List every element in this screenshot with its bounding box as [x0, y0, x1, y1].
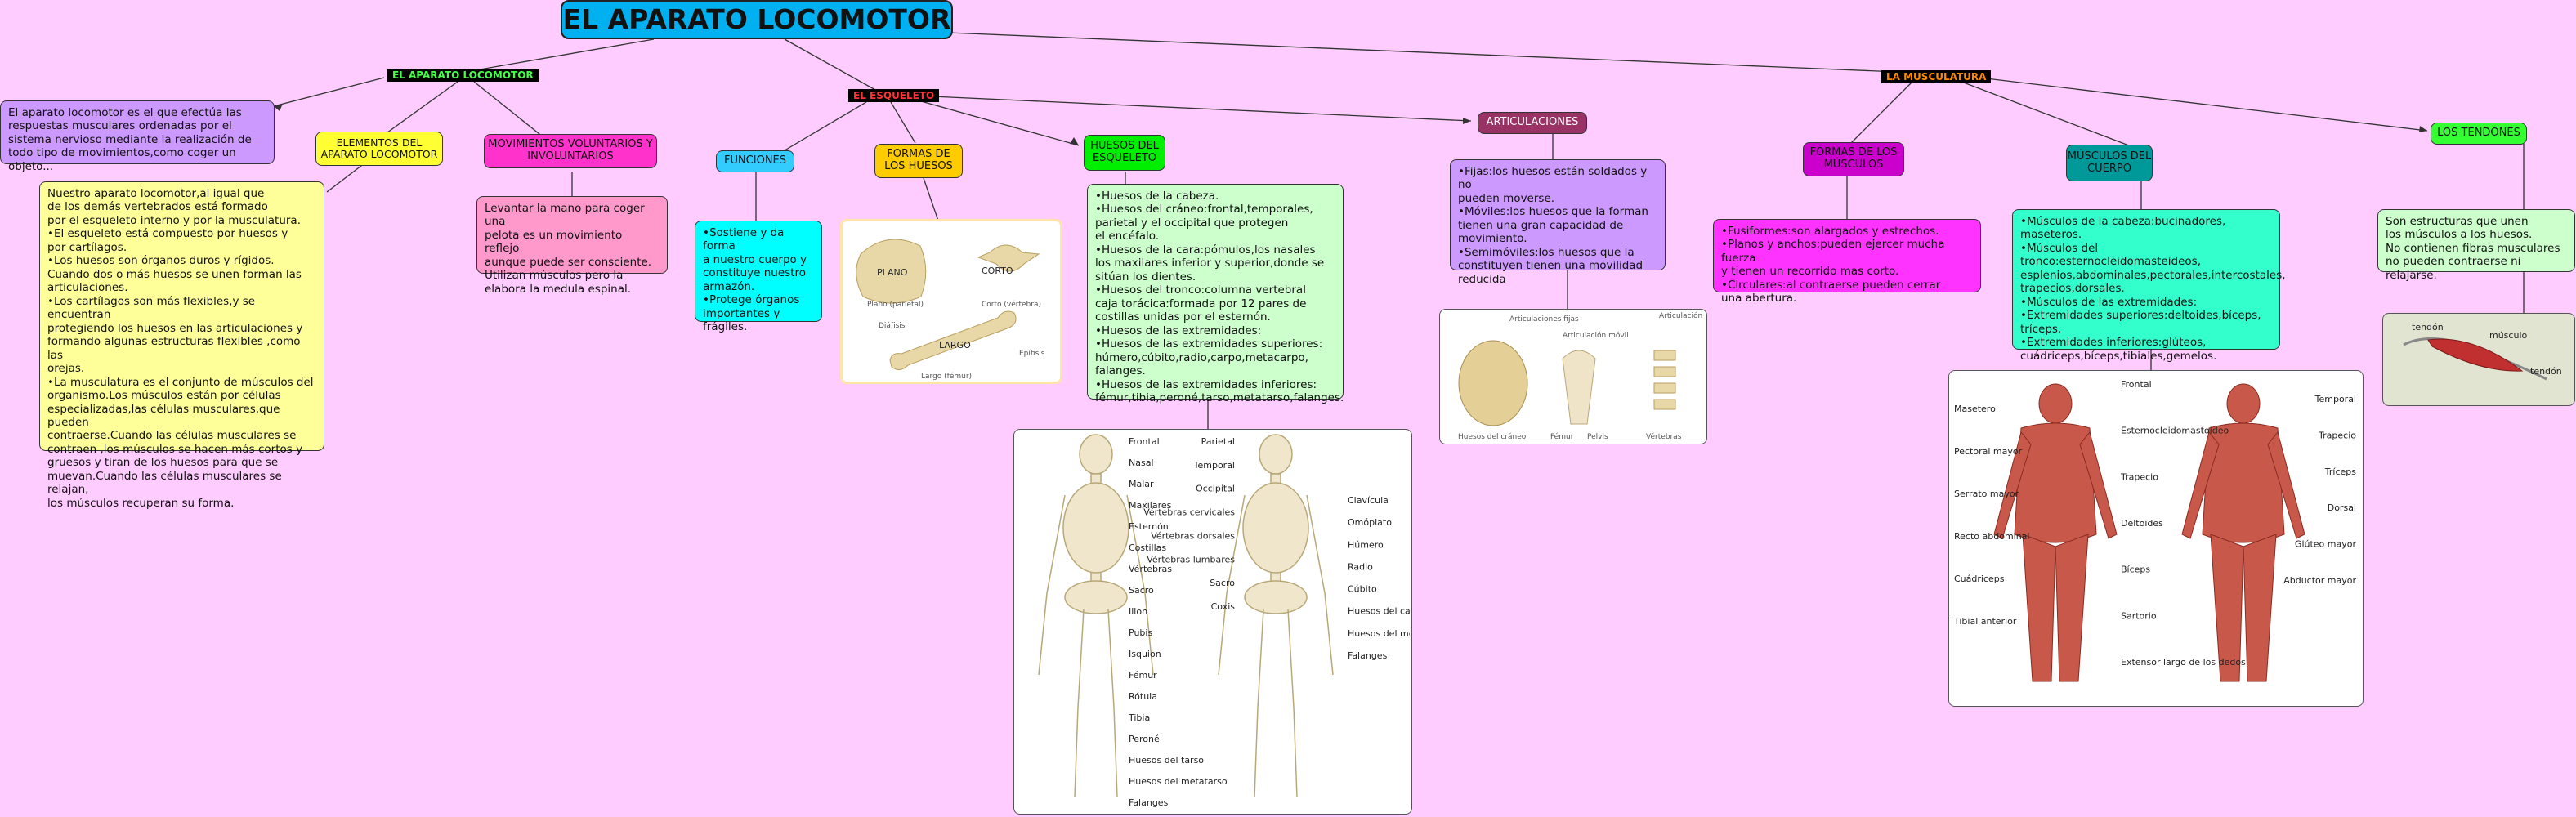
skeleton-label-left-1: Nasal — [1129, 458, 1154, 468]
bone-label-corto: CORTO — [982, 266, 1013, 276]
skeleton-label-left-11: Fémur — [1129, 670, 1157, 681]
muscle-label-right-3: Dorsal — [2328, 502, 2356, 513]
skeleton-label-right-a-1: Temporal — [1193, 460, 1235, 471]
skeleton-label-left-6: Vértebras — [1129, 564, 1172, 574]
skeleton-label-right-b-2: Húmero — [1348, 539, 1384, 550]
art-label-semimovil: Articulación semimóvil — [1659, 311, 1705, 320]
elementos-title: ELEMENTOS DEL APARATO LOCOMOTOR — [315, 132, 443, 166]
muscle-label-left-5: Tibial anterior — [1953, 616, 2017, 627]
articulaciones-image: Articulaciones fijas Articulación móvil … — [1439, 309, 1707, 444]
funciones-text: •Sostiene y da forma a nuestro cuerpo y … — [695, 221, 822, 333]
skeleton-label-left-4: Esternón — [1129, 521, 1169, 532]
skeleton-label-right-a-2: Occipital — [1196, 484, 1235, 494]
skeleton-label-right-b-0: Clavícula — [1348, 495, 1389, 506]
skeleton-label-right-b-4: Cúbito — [1348, 584, 1377, 595]
tag-musculatura: LA MUSCULATURA — [1881, 70, 1992, 83]
skeleton-label-left-14: Peroné — [1129, 734, 1160, 744]
muscle-label-mid-3: Deltoides — [2121, 518, 2163, 529]
bone-caption-largo: Largo (fémur) — [921, 372, 972, 381]
skeleton-label-left-15: Huesos del tarso — [1129, 755, 1204, 766]
skeleton-label-right-a-6: Sacro — [1210, 578, 1235, 588]
tag-aparato: EL APARATO LOCOMOTOR — [387, 69, 539, 82]
art-label-fijas: Articulaciones fijas — [1509, 315, 1579, 324]
muscle-label-right-2: Tríceps — [2324, 467, 2356, 477]
bone-caption-epifisis: Epífisis — [1019, 350, 1045, 358]
tendones-image: tendón músculo tendón — [2382, 313, 2575, 406]
skeleton-label-left-10: Isquion — [1129, 649, 1161, 659]
tendon-label-2: tendón — [2530, 366, 2562, 377]
muscle-label: músculo — [2489, 330, 2527, 341]
formas-huesos-image: PLANO Plano (parietal) CORTO Corto (vért… — [840, 219, 1062, 384]
skeleton-label-left-8: Ilion — [1129, 606, 1147, 617]
skeleton-label-left-13: Tibia — [1128, 712, 1150, 723]
movimientos-text: Levantar la mano para coger una pelota e… — [476, 196, 668, 296]
muscle-label-mid-2: Trapecio — [2120, 471, 2158, 482]
skeleton-label-left-12: Rótula — [1129, 691, 1157, 702]
muscle-label-left-2: Serrato mayor — [1954, 489, 2019, 499]
bone-caption-corto: Corto (vértebra) — [982, 300, 1041, 309]
muscle-label-mid-6: Extensor largo de los dedos — [2121, 657, 2246, 667]
muscle-label-left-1: Pectoral mayor — [1954, 446, 2023, 457]
skeleton-label-right-a-0: Parietal — [1201, 436, 1235, 447]
skeleton-label-right-a-7: Coxis — [1211, 601, 1236, 612]
bone-caption-diafisis: Diáfisis — [879, 322, 906, 330]
skeleton-label-right-a-5: Vértebras lumbares — [1147, 554, 1235, 565]
formas-musculos-title: FORMAS DE LOS MÚSCULOS — [1803, 142, 1904, 176]
muscle-label-right-4: Glúteo mayor — [2295, 539, 2357, 550]
art-label-movil: Articulación móvil — [1563, 331, 1629, 340]
tag-esqueleto: EL ESQUELETO — [848, 89, 940, 102]
skeleton-label-right-b-6: Huesos del metacarpo — [1348, 628, 1410, 639]
art-label-vertebras: Vértebras — [1646, 432, 1682, 441]
skeleton-label-left-0: Frontal — [1129, 436, 1160, 447]
skeleton-label-left-17: Falanges — [1129, 797, 1169, 808]
tendones-title: LOS TENDONES — [2431, 123, 2527, 145]
skeleton-label-left-3: Maxilares — [1129, 500, 1172, 511]
muscle-label-mid-4: Bíceps — [2121, 565, 2150, 575]
huesos-esqueleto-text: •Huesos de la cabeza. •Huesos del cráneo… — [1087, 184, 1344, 404]
main-title: EL APARATO LOCOMOTOR — [561, 0, 953, 39]
articulaciones-title: ARTICULACIONES — [1478, 112, 1587, 134]
tendones-text: Son estructuras que unen los músculos a … — [2377, 209, 2575, 282]
bone-label-plano: PLANO — [877, 267, 908, 278]
skeleton-label-right-b-5: Huesos del carpo — [1348, 606, 1410, 617]
muscle-label-mid-1: Esternocleidomastoideo — [2121, 426, 2229, 436]
skeleton-label-left-16: Huesos del metatarso — [1129, 776, 1228, 787]
elementos-text: Nuestro aparato locomotor,al igual que d… — [39, 181, 324, 510]
muscle-label-left-3: Recto abdominal — [1954, 531, 2029, 542]
articulaciones-text: •Fijas:los huesos están soldados y no pu… — [1450, 159, 1666, 286]
muscle-label-right-5: Abductor mayor — [2283, 575, 2356, 586]
bone-label-largo: LARGO — [939, 340, 971, 350]
funciones-title: FUNCIONES — [716, 150, 794, 172]
skeleton-label-left-9: Pubis — [1129, 627, 1152, 638]
bone-caption-plano: Plano (parietal) — [867, 301, 924, 309]
skeleton-label-left-2: Malar — [1129, 479, 1154, 489]
skeleton-label-right-b-1: Omóplato — [1348, 517, 1392, 528]
formas-musculos-text: •Fusiformes:son alargados y estrechos. •… — [1713, 219, 1981, 305]
skeleton-label-right-a-4: Vértebras dorsales — [1151, 530, 1235, 541]
muscle-label-left-0: Masetero — [1954, 404, 1996, 414]
skeleton-label-right-a-3: Vértebras cervicales — [1143, 507, 1235, 518]
musculos-cuerpo-text: •Músculos de la cabeza:bucinadores, mase… — [2012, 209, 2286, 363]
movimientos-title: MOVIMIENTOS VOLUNTARIOS Y INVOLUNTARIOS — [484, 134, 657, 168]
huesos-esqueleto-title: HUESOS DEL ESQUELETO — [1084, 135, 1165, 171]
skeleton-label-left-5: Costillas — [1129, 542, 1166, 553]
muscle-label-mid-5: Sartorio — [2121, 610, 2157, 621]
muscle-label-right-0: Temporal — [2314, 394, 2356, 404]
muscle-label-left-4: Cuádriceps — [1954, 574, 2005, 584]
muscle-label-right-1: Trapecio — [2318, 430, 2356, 440]
skeleton-label-left-7: Sacro — [1129, 585, 1154, 596]
skeleton-label-right-b-3: Radio — [1348, 561, 1373, 572]
formas-huesos-title: FORMAS DE LOS HUESOS — [874, 144, 963, 178]
intro-box: El aparato locomotor es el que efectúa l… — [0, 100, 275, 173]
skeleton-label-right-b-7: Falanges — [1348, 650, 1388, 661]
art-label-pelvis: Pelvis — [1587, 433, 1608, 441]
musculos-cuerpo-title: MÚSCULOS DEL CUERPO — [2066, 145, 2153, 181]
art-label-craneo: Huesos del cráneo — [1458, 433, 1527, 441]
tendon-label-1: tendón — [2412, 322, 2444, 333]
art-label-femur: Fémur — [1550, 432, 1574, 441]
muscle-label-mid-0: Frontal — [2121, 379, 2152, 390]
